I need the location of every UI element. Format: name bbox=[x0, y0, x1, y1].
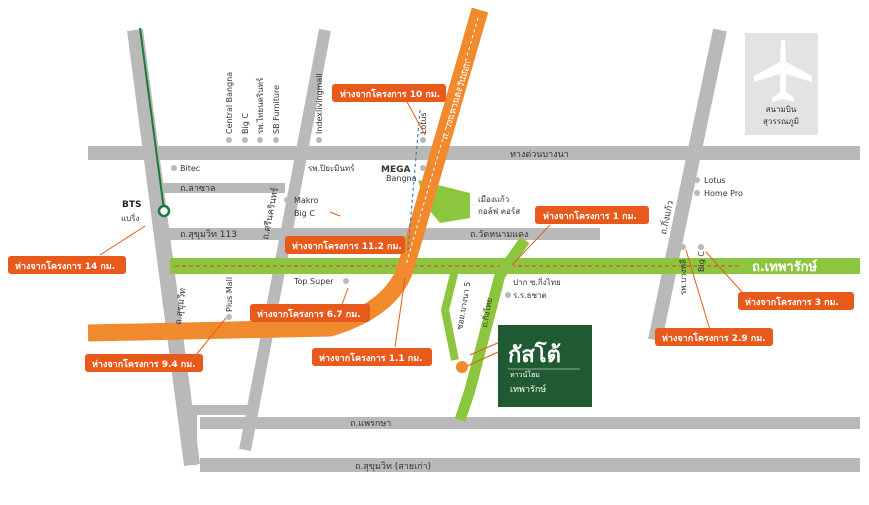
callout-1-1km: ห่างจากโครงการ 1.1 กม. bbox=[319, 352, 423, 364]
road-kingkaew bbox=[648, 28, 727, 342]
poi-lotus-top: Lotus bbox=[419, 112, 428, 134]
label-phraeksa: ถ.แพรกษา bbox=[350, 419, 391, 429]
poi-ratchada: ร.ร.ธชาต bbox=[513, 291, 547, 300]
road-outer-ring bbox=[87, 7, 489, 342]
road-kingthai bbox=[454, 236, 530, 422]
callout-6-7km: ห่างจากโครงการ 6.7 กม. bbox=[257, 308, 361, 320]
poi-muang-kaew: เมืองแก้ว bbox=[478, 195, 509, 204]
grey-roads bbox=[88, 28, 860, 472]
label-sukhumvit-113: ถ.สุขุมวิท 113 bbox=[180, 229, 237, 240]
callout-11-2km: ห่างจากโครงการ 11.2 กม. bbox=[292, 240, 402, 252]
label-lasalle: ถ.ลาซาล bbox=[180, 184, 216, 194]
label-sukhumvit-old: ถ.สุขุมวิท (สายเก่า) bbox=[355, 461, 431, 472]
poi-top-super: Top Super bbox=[293, 277, 334, 286]
poi-bangplee-hospital: รพ.บางพลี bbox=[679, 259, 688, 295]
bts-line: BTS แบริ่ง bbox=[121, 27, 171, 223]
callout-14km: ห่างจากโครงการ 14 กม. bbox=[15, 260, 115, 272]
poi-thainakarin-hospital: รพ.ไทยนครินทร์ bbox=[255, 77, 265, 134]
distance-callouts bbox=[99, 97, 743, 356]
project-box bbox=[498, 325, 592, 407]
callout-labels: ห่างจากโครงการ 10 กม. ห่างจากโครงการ 14 … bbox=[15, 88, 839, 370]
poi-makro: Makro bbox=[294, 196, 319, 205]
label-soi-bangna-5: ซอย.บางนา 5 bbox=[455, 281, 472, 330]
poi-pak-kingthai: ปาก ซ.กิ่งไทย bbox=[513, 276, 561, 287]
label-wat-nam-daeng: ถ.วัดหนามแดง bbox=[470, 230, 528, 240]
callout-10km: ห่างจากโครงการ 10 กม. bbox=[340, 88, 440, 100]
road-local-link bbox=[187, 405, 250, 465]
bts-station-name: แบริ่ง bbox=[121, 212, 140, 223]
poi-big-c-top: Big C bbox=[241, 113, 250, 134]
bts-station-icon bbox=[157, 204, 171, 218]
poi-bitec: Bitec bbox=[180, 164, 200, 173]
poi-mega-sub: Bangna bbox=[386, 174, 417, 183]
poi-index-living: Indexlivingmall bbox=[315, 73, 324, 134]
poi-mega: MEGA bbox=[381, 165, 410, 175]
airport-badge: สนามบิน สุวรรณภูมิ bbox=[745, 33, 818, 135]
callout-3km: ห่างจากโครงการ 3 กม. bbox=[745, 296, 839, 308]
road-sukhumvit bbox=[127, 28, 200, 467]
project-type: ทาวน์โฮม bbox=[510, 370, 540, 379]
callout-2-9km: ห่างจากโครงการ 2.9 กม. bbox=[662, 332, 766, 344]
project-location-icon bbox=[456, 361, 468, 373]
label-thepharak: ถ.เทพารักษ์ bbox=[752, 259, 818, 275]
project-name: กัสโต้ bbox=[508, 341, 561, 368]
outer-ring-dash bbox=[405, 17, 479, 266]
poi-lotus-right: Lotus bbox=[704, 176, 726, 185]
callout-1km: ห่างจากโครงการ 1 กม. bbox=[543, 210, 637, 222]
tollway bbox=[87, 7, 489, 342]
airport-name: สนามบิน bbox=[766, 105, 797, 114]
project-marker: กัสโต้ ทาวน์โฮม เทพารักษ์ bbox=[456, 325, 592, 407]
poi-central-bangna: Central Bangna bbox=[225, 72, 234, 134]
poi-muang-kaew-sub: กอล์ฟ คอร์ส bbox=[478, 206, 520, 216]
bts-label: BTS bbox=[122, 200, 141, 210]
airport-name-2: สุวรรณภูมิ bbox=[763, 117, 799, 127]
road-soi-bangna-5 bbox=[440, 269, 459, 361]
poi-big-c-right: Big C bbox=[697, 251, 706, 272]
poi-plus-mall: Plus Mall bbox=[225, 277, 234, 312]
poi-labels: Central Bangna Big C รพ.ไทยนครินทร์ SB F… bbox=[180, 72, 743, 312]
callout-9-4km: ห่างจากโครงการ 9.4 กม. bbox=[92, 358, 196, 370]
poi-markers bbox=[171, 137, 704, 320]
label-sukhumvit: ถ.สุขุมวิท bbox=[173, 287, 188, 325]
poi-big-c-mid: Big C bbox=[294, 209, 315, 218]
poi-piyamin: รพ.ปิยะมินทร์ bbox=[308, 163, 355, 173]
airplane-icon bbox=[754, 40, 812, 102]
callout-boxes bbox=[8, 84, 854, 372]
poi-sb-furniture: SB Furniture bbox=[272, 85, 281, 134]
label-expressway-bangna: ทางด่วนบางนา bbox=[510, 150, 569, 160]
poi-home-pro: Home Pro bbox=[704, 189, 743, 198]
project-location: เทพารักษ์ bbox=[510, 383, 546, 395]
